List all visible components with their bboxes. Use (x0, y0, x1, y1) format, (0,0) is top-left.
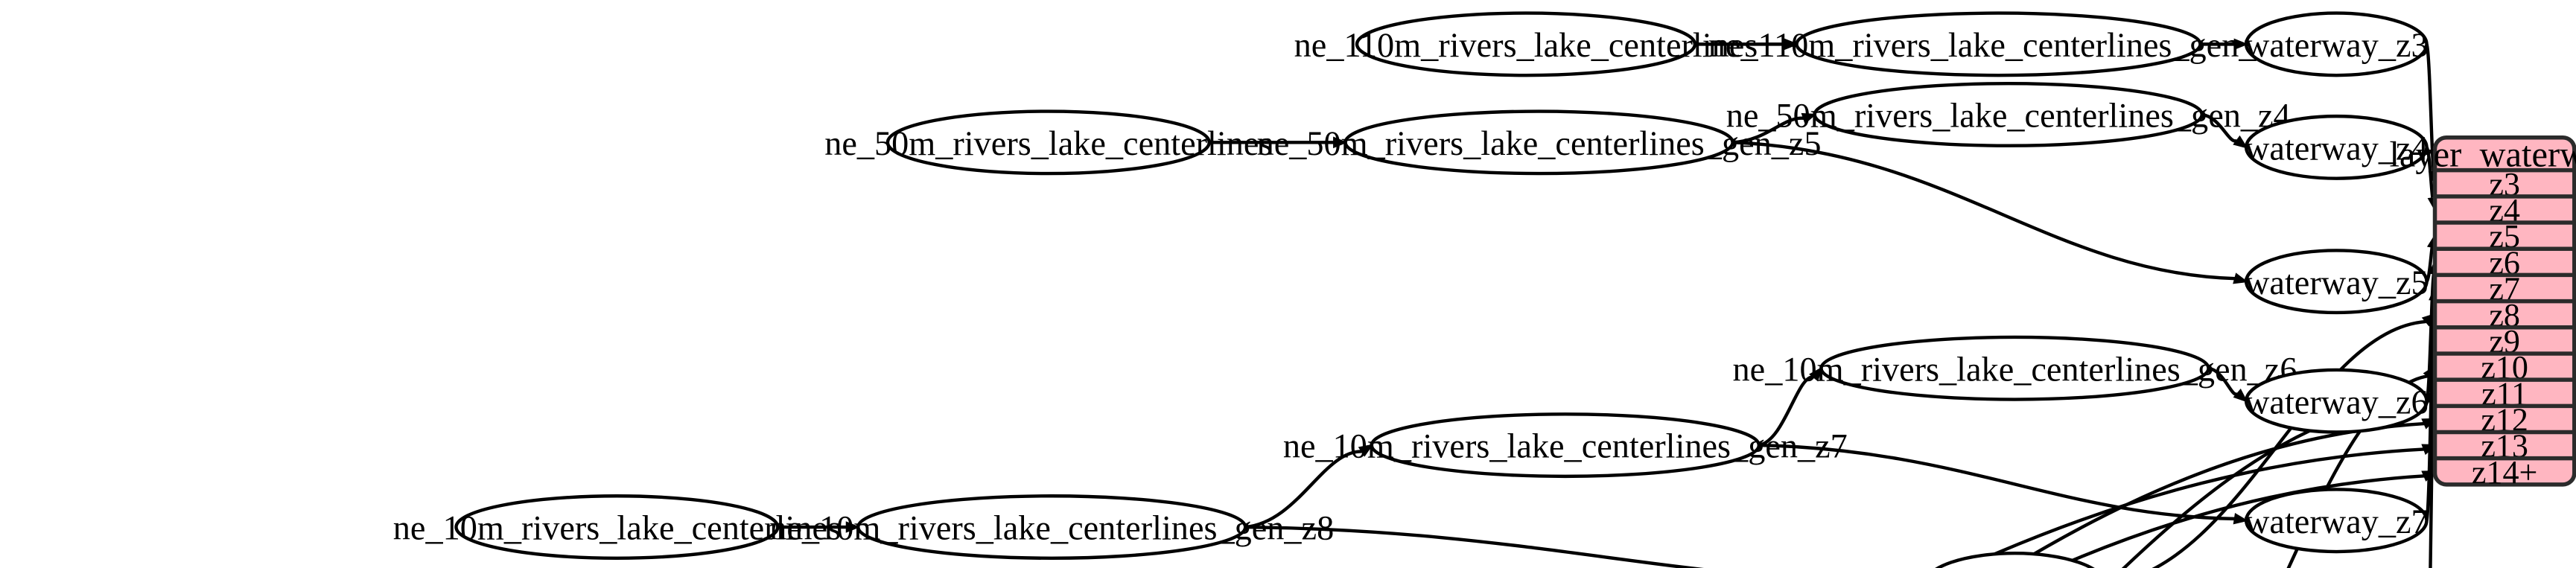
edge-ne_50m_rivers_lake_centerlines-to-ne_50m_rivers_lake_centerlines_gen_z5 (1209, 136, 1348, 149)
node-shape (1795, 11, 2202, 77)
edge-line (1732, 116, 1804, 144)
edge-ne_50m_rivers_lake_centerlines_gen_z5-to-waterway_z5 (1732, 141, 2249, 284)
node-shape (2244, 11, 2429, 77)
node-shape (2244, 488, 2429, 554)
edge-line (1732, 141, 2236, 281)
edge-ne_10m_rivers_lake_centerlines_gen_z8-to-ne_10m_rivers_lake_centerlines_gen_z7 (1245, 444, 1374, 529)
edge-arrowhead (1333, 136, 1348, 149)
node-shape (1819, 335, 2210, 401)
edge-arrowhead (1358, 444, 1374, 457)
edge-line (1245, 525, 1705, 568)
node-shape (2244, 114, 2429, 180)
node-ne_10m_rivers_lake_centerlines[interactable]: ne_10m_rivers_lake_centerlines (393, 494, 841, 561)
edge-line (2007, 421, 2425, 568)
edge-arrowhead (2421, 313, 2437, 327)
edge-arrowhead (2233, 38, 2249, 51)
edge-line (2050, 474, 2425, 568)
edge-ne_110m_rivers_lake_centerlines-to-ne_110m_rivers_lake_centerlines_gen_z3 (1694, 38, 1799, 51)
edge-line (1758, 443, 2235, 521)
node-waterway_z6[interactable]: waterway_z6 (2244, 368, 2429, 434)
edge-arrowhead (2421, 470, 2437, 482)
edge-ne_50m_rivers_lake_centerlines_gen_z5-to-ne_50m_rivers_lake_centerlines_gen_z4 (1732, 112, 1817, 144)
edge-ne_50m_rivers_lake_centerlines_gen_z4-to-waterway_z4 (2201, 112, 2248, 149)
edge-ne_10m_rivers_lake_centerlines-to-ne_10m_rivers_lake_centerlines_gen_z8 (777, 521, 861, 533)
edge-arrowhead (2421, 444, 2437, 456)
edge-ne_10m_rivers_lake_centerlines_gen_z6-to-waterway_z6 (2207, 366, 2248, 403)
edge-ne_10m_rivers_lake_centerlines_gen_z7-to-waterway_z7 (1758, 443, 2249, 525)
node-waterway_z8[interactable]: waterway_z8 (1923, 552, 2107, 568)
edge-waterway_z13-to-layer_waterway-z13 (1959, 444, 2437, 568)
node-shape (1813, 81, 2204, 147)
node-waterway_z3[interactable]: waterway_z3 (2244, 11, 2429, 77)
edge-line (1245, 450, 1362, 529)
node-waterway_z7[interactable]: waterway_z7 (2244, 488, 2429, 554)
edge-arrowhead (845, 521, 861, 533)
node-shape (2244, 249, 2429, 315)
edge-line (2207, 366, 2239, 396)
record-table-layer_waterway[interactable]: layer_waterwayz3z4z5z6z7z8z9z10z11z12z13… (2389, 135, 2576, 491)
node-shape (454, 494, 780, 561)
node-ne_110m_rivers_lake_centerlines[interactable]: ne_110m_rivers_lake_centerlines (1294, 11, 1758, 77)
edge-arrowhead (2233, 389, 2248, 403)
edge-arrowhead (1809, 366, 1823, 382)
record-table-layer: layer_waterwayz3z4z5z6z7z8z9z10z11z12z13… (2389, 135, 2576, 491)
node-shape (1370, 412, 1761, 479)
node-ne_110m_rivers_lake_centerlines_gen_z3[interactable]: ne_110m_rivers_lake_centerlines_gen_z3 (1708, 11, 2289, 77)
edge-ne_10m_rivers_lake_centerlines_gen_z7-to-ne_10m_rivers_lake_centerlines_gen_z6 (1758, 366, 1823, 447)
edge-line (1758, 375, 1815, 447)
edge-waterway_z12-to-layer_waterway-z12 (2007, 418, 2437, 568)
edge-line (2121, 397, 2426, 568)
edge-line (1959, 447, 2425, 568)
node-shape (2244, 368, 2429, 434)
edge-ne_110m_rivers_lake_centerlines_gen_z3-to-waterway_z3 (2200, 38, 2249, 51)
edge-ne_10m_rivers_lake_centerlines_gen_z8-to-waterway_z8 (1245, 525, 1705, 568)
edge-arrowhead (1784, 38, 1799, 51)
node-shape (856, 494, 1247, 561)
edge-arrowhead (2421, 418, 2437, 430)
node-ne_50m_rivers_lake_centerlines[interactable]: ne_50m_rivers_lake_centerlines (824, 109, 1272, 176)
edge-arrowhead (2233, 135, 2248, 149)
edge-line (2201, 112, 2238, 143)
node-waterway_z5[interactable]: waterway_z5 (2244, 249, 2429, 315)
node-shape (1355, 11, 1697, 77)
node-shape (1935, 552, 2095, 568)
node-shape (1343, 109, 1734, 176)
nodes-layer: imposm3osm_waterway_linestringosm_import… (393, 11, 2429, 568)
edge-waterway_z14-to-layer_waterway-z14+ (2050, 470, 2437, 568)
edge-arrowhead (2233, 513, 2249, 525)
node-shape (885, 109, 1211, 176)
node-waterway_z4[interactable]: waterway_z4 (2244, 114, 2429, 180)
edge-arrowhead (2233, 272, 2249, 284)
edge-arrowhead (1801, 112, 1817, 124)
